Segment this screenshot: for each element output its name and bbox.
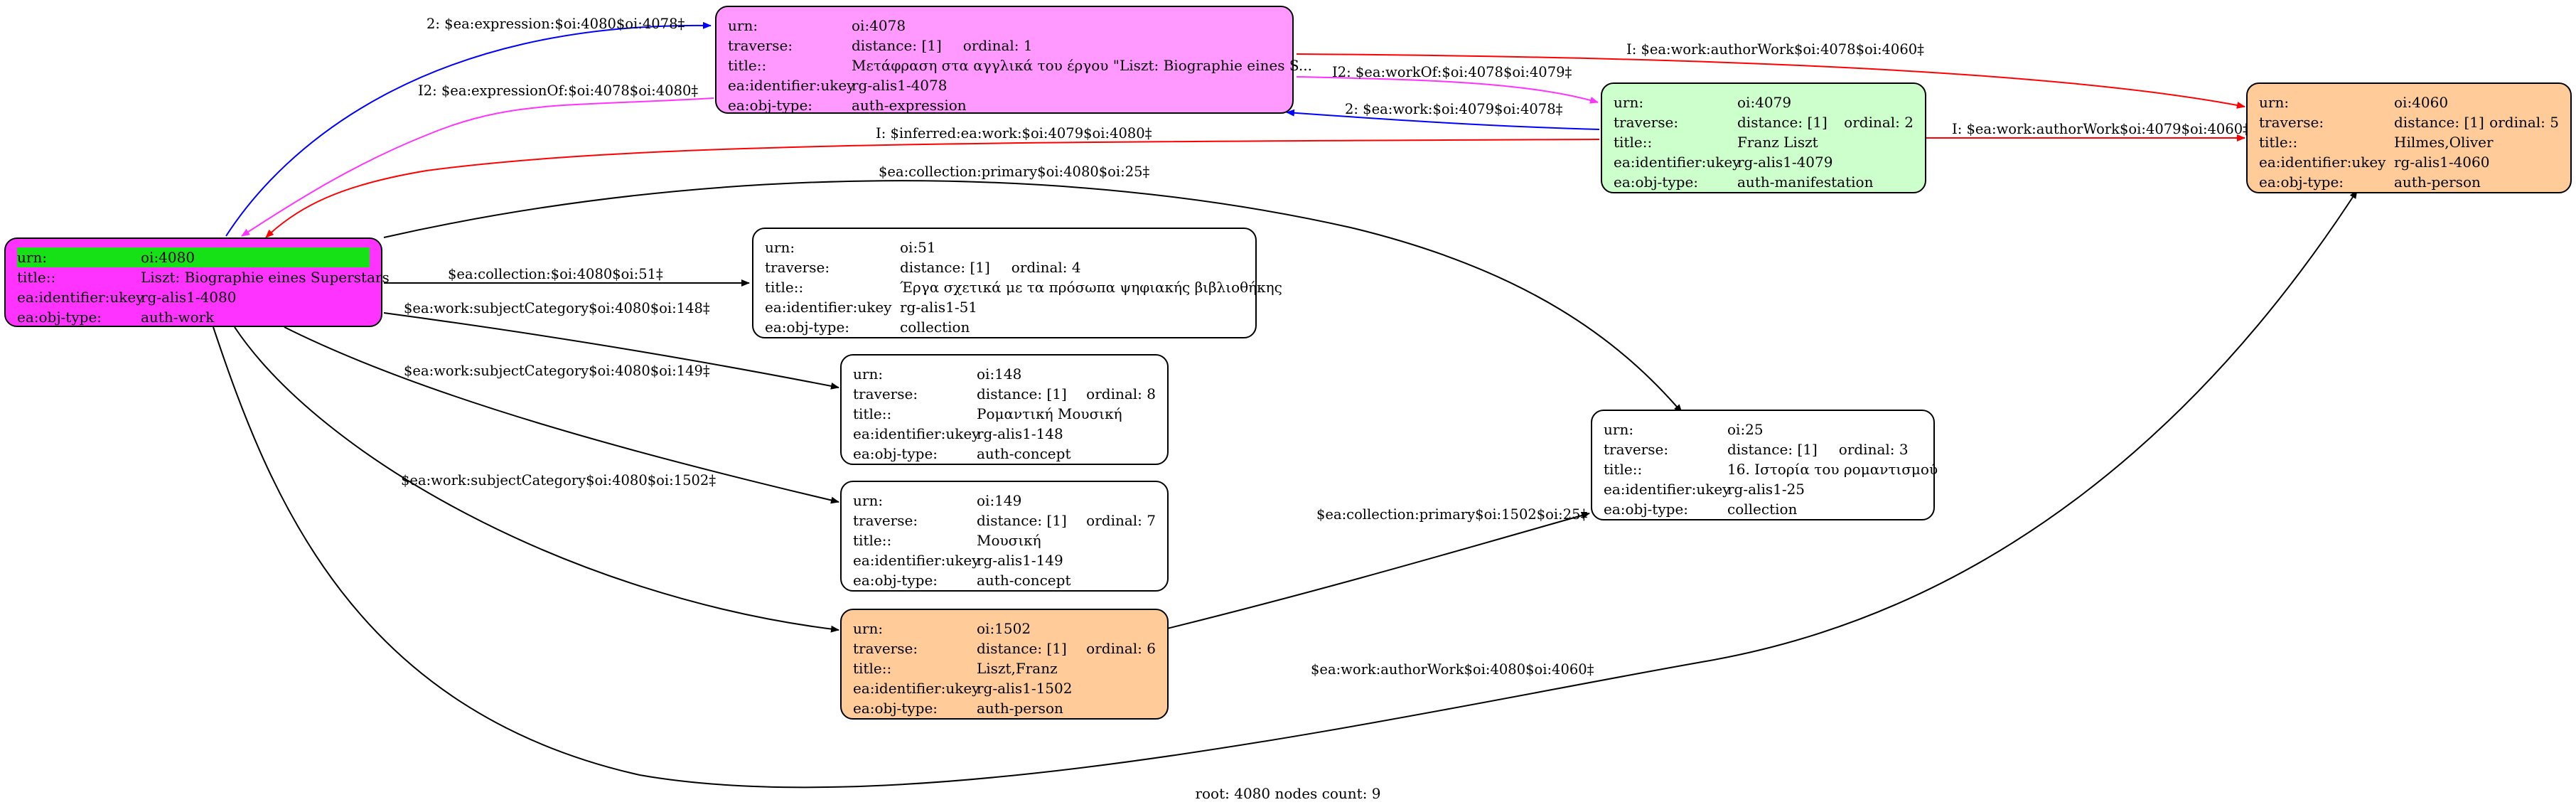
edge-label: I: $ea:work:authorWork$oi:4078$oi:4060‡ — [1626, 41, 1924, 58]
edge-workof-4078-4079 — [1296, 76, 1599, 104]
node-4079[interactable]: urn:oi:4079 traverse:distance: [1]ordina… — [1601, 82, 1926, 193]
edge-label: $ea:collection:primary$oi:1502$oi:25‡ — [1316, 506, 1588, 523]
node-148[interactable]: urn:oi:148 traverse:distance: [1]ordinal… — [840, 354, 1169, 465]
node-4080-root[interactable]: urn:oi:4080 title::Liszt: Biographie ein… — [4, 237, 390, 327]
edge-subject-4080-149 — [284, 326, 839, 504]
node-25[interactable]: urn:oi:25 traverse:distance: [1]ordinal:… — [1591, 410, 1938, 520]
edge-label: I: $ea:work:authorWork$oi:4079$oi:4060‡ — [1952, 121, 2250, 137]
edge-label: $ea:work:subjectCategory$oi:4080$oi:149‡ — [404, 363, 710, 379]
edge-label: I2: $ea:workOf:$oi:4078$oi:4079‡ — [1332, 64, 1572, 80]
node-4078[interactable]: urn:oi:4078 traverse:distance: [1]ordina… — [715, 6, 1312, 114]
edge-label: $ea:work:authorWork$oi:4080$oi:4060‡ — [1311, 661, 1594, 678]
edge-label: $ea:collection:$oi:4080$oi:51‡ — [448, 266, 663, 282]
edge-label: 2: $ea:expression:$oi:4080$oi:4078‡ — [426, 16, 685, 32]
edge-collection-primary-1502-25 — [1166, 512, 1590, 629]
edge-label: $ea:work:subjectCategory$oi:4080$oi:1502… — [401, 472, 716, 488]
edge-inferred-4079-4080 — [265, 139, 1600, 238]
node-149[interactable]: urn:oi:149 traverse:distance: [1]ordinal… — [840, 481, 1169, 592]
edge-authorwork-4078-4060 — [1296, 53, 2245, 109]
edge-subject-4080-148 — [383, 312, 839, 390]
edge-subject-4080-1502 — [234, 326, 839, 633]
node-1502[interactable]: urn:oi:1502 traverse:distance: [1]ordina… — [840, 609, 1169, 720]
edge-collection-primary-4080-25 — [383, 180, 1683, 413]
edge-expressionof-4078-4080 — [241, 97, 714, 237]
graph-footer: root: 4080 nodes count: 9 — [1195, 785, 1381, 802]
node-51[interactable]: urn:oi:51 traverse:distance: [1]ordinal:… — [752, 228, 1282, 338]
edge-label: $ea:work:subjectCategory$oi:4080$oi:148‡ — [404, 300, 710, 316]
node-4060[interactable]: urn:oi:4060 traverse:distance: [1]ordina… — [2246, 82, 2572, 193]
edge-label: 2: $ea:work:$oi:4079$oi:4078‡ — [1345, 101, 1563, 117]
edge-label: I: $inferred:ea:work:$oi:4079$oi:4080‡ — [876, 125, 1152, 141]
edge-authorwork-4080-4060 — [213, 190, 2358, 789]
edge-expression-4080-4078 — [225, 21, 712, 237]
edge-label: $ea:collection:primary$oi:4080$oi:25‡ — [879, 164, 1150, 180]
edge-work-4079-4078 — [1286, 109, 1600, 130]
edge-label: I2: $ea:expressionOf:$oi:4078$oi:4080‡ — [418, 82, 698, 99]
